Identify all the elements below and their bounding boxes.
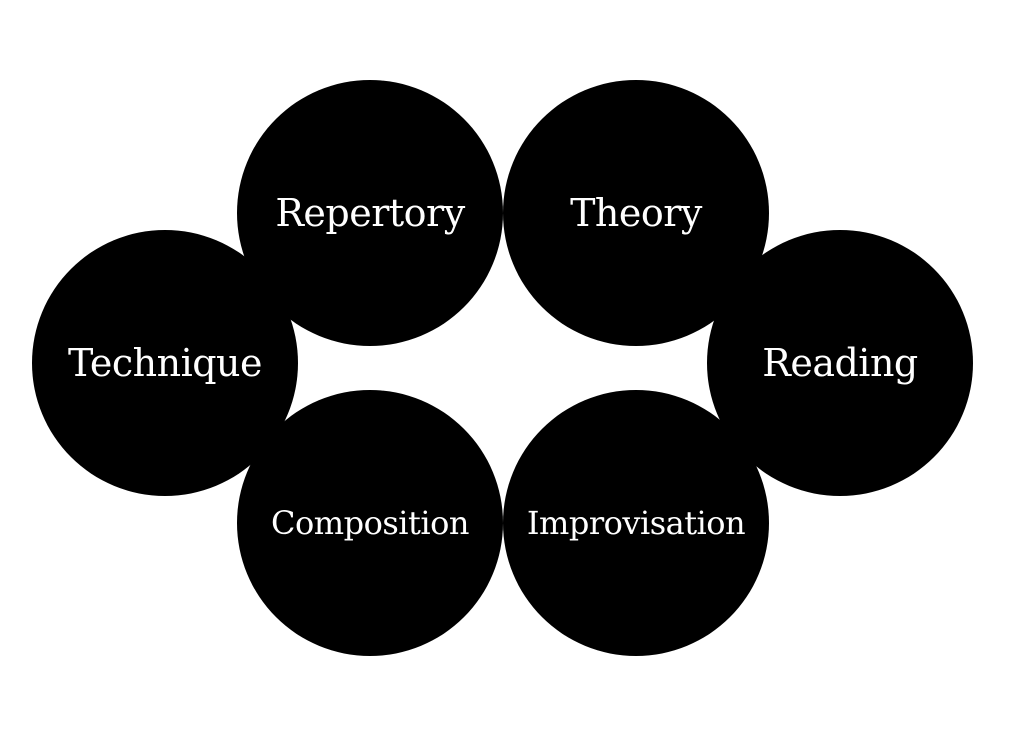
circle-composition: Composition	[237, 390, 503, 656]
circle-label-technique: Technique	[67, 341, 263, 385]
circle-label-repertory: Repertory	[275, 191, 465, 235]
circle-improvisation: Improvisation	[503, 390, 769, 656]
circle-reading: Reading	[707, 230, 973, 496]
circle-label-theory: Theory	[570, 191, 702, 235]
circle-label-reading: Reading	[762, 341, 918, 385]
circle-label-composition: Composition	[271, 504, 469, 542]
circle-label-improvisation: Improvisation	[526, 504, 746, 542]
circle-technique: Technique	[32, 230, 298, 496]
